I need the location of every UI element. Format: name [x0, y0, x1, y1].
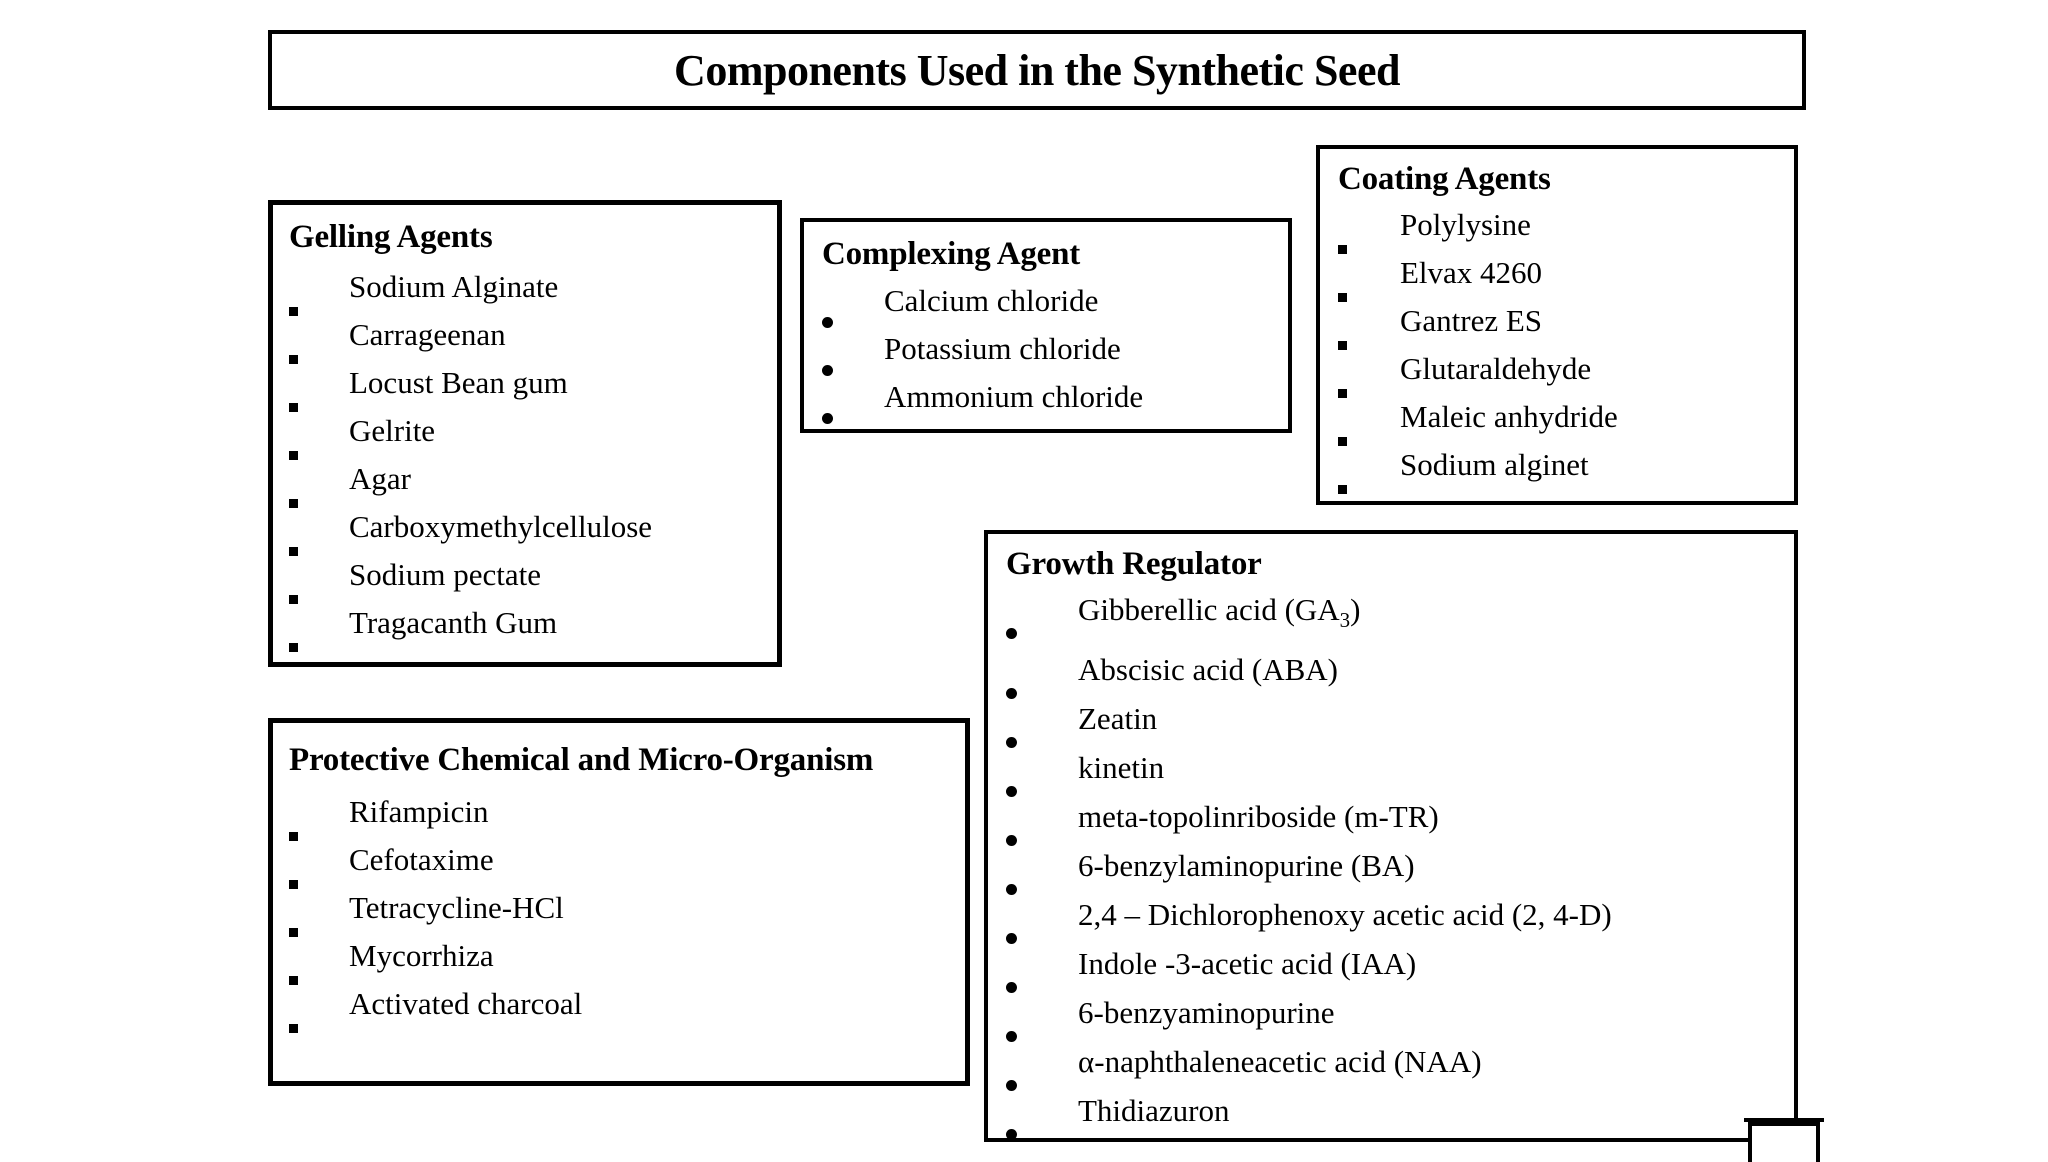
round-bullet-icon	[822, 390, 833, 438]
list-item: Gelrite	[289, 407, 777, 455]
list-item-label: 2,4 – Dichlorophenoxy acetic acid (2, 4-…	[1078, 897, 1612, 933]
list-item-label: Carboxymethylcellulose	[349, 509, 653, 544]
list-item-label: Rifampicin	[349, 794, 489, 829]
list-item-label: Mycorrhiza	[349, 938, 494, 973]
list-item: Calcium chloride	[822, 277, 1288, 325]
list-item-label: Sodium Alginate	[349, 269, 559, 304]
gelling-agents-list: Sodium Alginate Carrageenan Locust Bean …	[289, 263, 777, 647]
list-item-label: Agar	[349, 461, 411, 496]
protective-chemical-list: Rifampicin Cefotaxime Tetracycline-HCl M…	[289, 788, 965, 1028]
fragment-rule	[1744, 1118, 1824, 1122]
list-item: Maleic anhydride	[1338, 393, 1794, 441]
list-item-label: Sodium alginet	[1400, 447, 1589, 482]
growth-regulator-title: Growth Regulator	[1006, 546, 1262, 582]
list-item: Zeatin	[1006, 694, 1794, 743]
list-item-label: Gantrez ES	[1400, 303, 1543, 338]
list-item: Carboxymethylcellulose	[289, 503, 777, 551]
list-item: Ammonium chloride	[822, 373, 1288, 421]
coating-agents-list: Polylysine Elvax 4260 Gantrez ES Glutara…	[1338, 201, 1794, 489]
list-item-label: Indole -3-acetic acid (IAA)	[1078, 946, 1417, 982]
list-item-label: kinetin	[1078, 750, 1165, 786]
list-item-label: Elvax 4260	[1400, 255, 1543, 290]
list-item-label: Activated charcoal	[349, 986, 583, 1021]
list-item: Gibberellic acid (GA3)	[1006, 585, 1794, 645]
list-item-label: Thidiazuron	[1078, 1093, 1230, 1129]
list-item-label: Glutaraldehyde	[1400, 351, 1592, 386]
list-item-label: Sodium pectate	[349, 557, 541, 592]
complexing-agent-list: Calcium chloride Potassium chloride Ammo…	[822, 277, 1288, 421]
list-item-label: Maleic anhydride	[1400, 399, 1618, 434]
list-item: Tetracycline-HCl	[289, 884, 965, 932]
list-item-label: Gibberellic acid (GA3)	[1078, 592, 1361, 633]
page-title: Components Used in the Synthetic Seed	[674, 45, 1400, 95]
list-item: Tragacanth Gum	[289, 599, 777, 647]
list-item-label: α-naphthaleneacetic acid (NAA)	[1078, 1044, 1482, 1080]
diagram-title-box: Components Used in the Synthetic Seed	[268, 30, 1806, 110]
protective-chemical-title: Protective Chemical and Micro-Organism	[289, 742, 874, 778]
list-item: Gantrez ES	[1338, 297, 1794, 345]
list-item: 6-benzyaminopurine	[1006, 988, 1794, 1037]
list-item-label: Ammonium chloride	[884, 379, 1144, 414]
list-item: Indole -3-acetic acid (IAA)	[1006, 939, 1794, 988]
list-item-label: Cefotaxime	[349, 842, 494, 877]
list-item: meta-topolinriboside (m-TR)	[1006, 792, 1794, 841]
list-item-label: 6-benzylaminopurine (BA)	[1078, 848, 1415, 884]
list-item: Sodium pectate	[289, 551, 777, 599]
list-item-label: Tetracycline-HCl	[349, 890, 564, 925]
list-item: α-naphthaleneacetic acid (NAA)	[1006, 1037, 1794, 1086]
list-item: Sodium Alginate	[289, 263, 777, 311]
list-item-label: Locust Bean gum	[349, 365, 568, 400]
list-item: Polylysine	[1338, 201, 1794, 249]
list-item-label: Calcium chloride	[884, 283, 1099, 318]
list-item: kinetin	[1006, 743, 1794, 792]
list-item-label: Gelrite	[349, 413, 436, 448]
partial-box-fragment	[1748, 1122, 1820, 1162]
list-item: 6-benzylaminopurine (BA)	[1006, 841, 1794, 890]
list-item-label: meta-topolinriboside (m-TR)	[1078, 799, 1439, 835]
complexing-agent-box: Complexing Agent Calcium chloride Potass…	[800, 218, 1292, 433]
list-item: Thidiazuron	[1006, 1086, 1794, 1135]
square-bullet-icon	[289, 618, 298, 666]
list-item: Abscisic acid (ABA)	[1006, 645, 1794, 694]
list-item-label: 6-benzyaminopurine	[1078, 995, 1335, 1031]
list-item: Potassium chloride	[822, 325, 1288, 373]
list-item: 2,4 – Dichlorophenoxy acetic acid (2, 4-…	[1006, 890, 1794, 939]
list-item: Elvax 4260	[1338, 249, 1794, 297]
list-item-label: Potassium chloride	[884, 331, 1121, 366]
list-item: Agar	[289, 455, 777, 503]
list-item: Glutaraldehyde	[1338, 345, 1794, 393]
list-item-label: Polylysine	[1400, 207, 1531, 242]
list-item-label: Zeatin	[1078, 701, 1158, 737]
gelling-agents-title: Gelling Agents	[289, 219, 493, 255]
coating-agents-box: Coating Agents Polylysine Elvax 4260 Gan…	[1316, 145, 1798, 505]
list-item-label: Carrageenan	[349, 317, 506, 352]
coating-agents-title: Coating Agents	[1338, 161, 1551, 197]
protective-chemical-box: Protective Chemical and Micro-Organism R…	[268, 718, 970, 1086]
growth-regulator-box: Growth Regulator Gibberellic acid (GA3) …	[984, 530, 1798, 1142]
list-item: Mycorrhiza	[289, 932, 965, 980]
list-item: Carrageenan	[289, 311, 777, 359]
list-item-label: Abscisic acid (ABA)	[1078, 652, 1338, 688]
round-bullet-icon	[1006, 1105, 1017, 1154]
square-bullet-icon	[289, 999, 298, 1047]
gelling-agents-box: Gelling Agents Sodium Alginate Carrageen…	[268, 200, 782, 667]
growth-regulator-list: Gibberellic acid (GA3) Abscisic acid (AB…	[1006, 585, 1794, 1135]
list-item: Activated charcoal	[289, 980, 965, 1028]
list-item: Cefotaxime	[289, 836, 965, 884]
complexing-agent-title: Complexing Agent	[822, 236, 1081, 272]
list-item: Locust Bean gum	[289, 359, 777, 407]
list-item: Sodium alginet	[1338, 441, 1794, 489]
square-bullet-icon	[1338, 460, 1347, 508]
list-item: Rifampicin	[289, 788, 965, 836]
list-item-label: Tragacanth Gum	[349, 605, 558, 640]
